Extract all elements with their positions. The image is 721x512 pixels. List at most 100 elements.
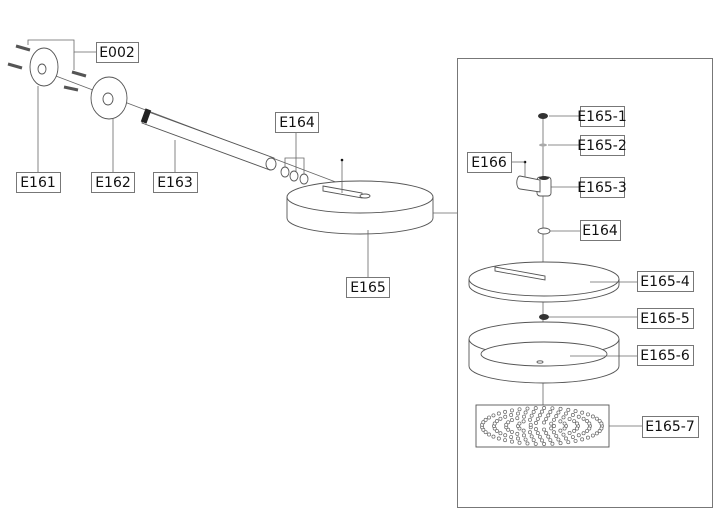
nozzle-dot	[594, 431, 599, 436]
nozzle-dot	[564, 411, 568, 416]
nozzle-dot	[570, 413, 575, 417]
nozzle-dot	[506, 420, 511, 425]
nozzle-dot	[590, 414, 595, 419]
nozzle-dot	[503, 433, 508, 438]
nozzle-dot	[548, 409, 553, 414]
label-e165-6: E165-6	[637, 345, 694, 366]
nozzle-dot	[585, 419, 590, 424]
nozzle-dot	[572, 419, 577, 424]
nozzle-dot	[556, 437, 561, 442]
escutcheon-e162	[90, 76, 128, 120]
nozzle-dot	[487, 415, 491, 420]
shower-arm-e163	[140, 108, 277, 171]
label-e002: E002	[96, 42, 139, 63]
nozzle-dot	[483, 430, 488, 435]
nozzle-dot	[586, 435, 590, 440]
nozzle-dot	[528, 430, 532, 435]
svg-text:E164: E164	[279, 115, 315, 131]
nozzle-dot	[576, 414, 581, 419]
nozzle-dot	[561, 415, 566, 420]
nozzle-dot	[594, 416, 599, 421]
label-e165: E165	[346, 277, 390, 298]
nozzle-dot	[580, 410, 585, 415]
nozzle-dot	[561, 432, 566, 437]
nozzle-dot	[550, 406, 555, 411]
nozzle-dot	[564, 436, 568, 441]
nozzle-dot	[599, 421, 604, 426]
nozzle-dot	[586, 412, 590, 417]
nozzle-dot	[542, 406, 547, 410]
nozzle-dot	[522, 414, 526, 419]
nozzle-dot	[597, 429, 602, 433]
nozzle-dot	[570, 435, 575, 439]
svg-text:E002: E002	[99, 45, 135, 61]
nozzle-dot	[494, 428, 499, 433]
nozzle-dot	[558, 419, 563, 424]
washers-e164	[280, 166, 309, 185]
label-e166: E166	[467, 152, 512, 173]
nozzle-dot	[587, 426, 592, 431]
nozzle-dot	[540, 409, 544, 414]
nozzle-dot	[510, 439, 514, 444]
detail-parts	[468, 113, 620, 448]
svg-text:E165-2: E165-2	[577, 138, 627, 154]
nozzle-dot	[494, 419, 499, 424]
nozzle-dot	[542, 427, 547, 432]
nozzle-dot	[533, 406, 538, 411]
nozzle-dot	[535, 416, 540, 421]
label-e165-3: E165-3	[577, 177, 627, 198]
svg-text:E163: E163	[157, 175, 193, 191]
label-e165-1: E165-1	[577, 106, 627, 127]
nozzle-dot	[552, 417, 556, 422]
nozzle-dot	[496, 436, 501, 441]
nozzle-dot	[498, 431, 503, 436]
leader-lines-main	[27, 39, 457, 277]
label-e165-2: E165-2	[577, 135, 627, 156]
leader-lines-detail	[511, 115, 642, 427]
nozzle-dot	[544, 416, 549, 421]
nozzle-dot	[516, 436, 520, 441]
nozzle-dot	[523, 437, 528, 442]
nozzle-dot	[544, 431, 549, 436]
nozzle-dot	[529, 434, 534, 439]
svg-text:E166: E166	[471, 155, 507, 171]
nozzle-dot	[509, 413, 514, 417]
nozzle-dot	[540, 438, 544, 443]
svg-text:E165: E165	[350, 280, 386, 296]
nozzle-dot	[537, 413, 542, 418]
label-e165-4: E165-4	[637, 271, 694, 292]
nozzle-dot	[531, 438, 536, 443]
detail-panel-frame	[457, 58, 713, 508]
nozzle-dot	[558, 441, 563, 446]
nozzle-dot	[558, 428, 563, 433]
svg-text:E162: E162	[95, 175, 131, 191]
nozzle-dot	[517, 407, 522, 412]
nozzle-dot	[509, 429, 514, 434]
nozzle-dot	[590, 433, 595, 438]
nozzle-dot	[566, 440, 571, 445]
nozzle-dot	[581, 431, 586, 436]
nozzle-dot	[503, 409, 508, 414]
nozzle-dot	[515, 431, 520, 436]
nozzle-dot	[542, 420, 547, 425]
nozzle-dot	[481, 420, 486, 425]
nozzle-dot	[548, 438, 553, 443]
nozzle-dot	[566, 407, 571, 412]
label-e163: E163	[153, 172, 198, 193]
nozzle-dot	[558, 406, 563, 411]
nozzle-dot	[529, 413, 534, 418]
wall-plate-e161	[29, 47, 59, 87]
nozzle-dot	[517, 440, 522, 445]
nozzle-dot	[528, 422, 533, 427]
nozzle-dot	[549, 421, 554, 426]
nozzle-dot	[521, 419, 526, 424]
nozzle-dots	[480, 406, 604, 446]
nozzle-dot	[567, 417, 572, 422]
svg-text:E165-4: E165-4	[640, 274, 690, 290]
nozzle-dot	[531, 409, 536, 414]
nozzle-dot	[567, 430, 572, 435]
nozzle-dot	[554, 433, 559, 438]
nozzle-dot	[506, 427, 511, 432]
nozzle-dot	[534, 427, 538, 432]
nozzle-dot	[546, 434, 551, 439]
